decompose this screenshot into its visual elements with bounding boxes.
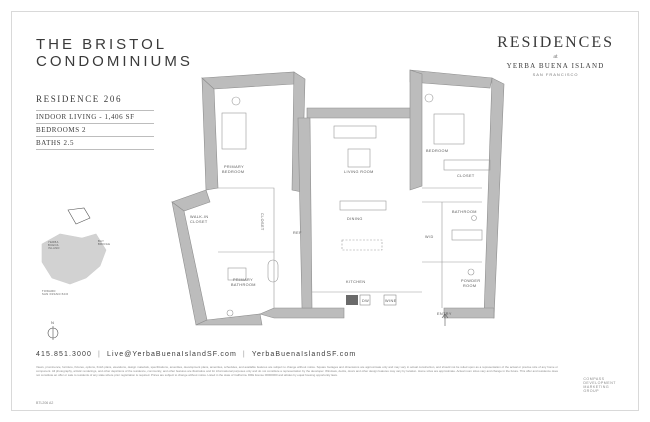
floor-plan-sheet: THE BRISTOL CONDOMINIUMS RESIDENCES at Y…: [12, 12, 638, 410]
map-label-2: BUENA: [48, 243, 59, 247]
page-code: BTL206 A2: [36, 401, 54, 405]
label-kitchen: KITCHEN: [346, 280, 365, 284]
map-bay-bridge-1: BAY: [98, 239, 104, 243]
label-bedroom: BEDROOM: [426, 149, 448, 153]
divider: [36, 136, 154, 137]
exterior-walls: [171, 69, 505, 326]
brand-main: RESIDENCES: [497, 34, 614, 51]
map-bay-bridge-2: BRIDGE: [98, 242, 110, 246]
compass-group-logo: COMPASS DEVELOPMENT MARKETING GROUP: [583, 377, 616, 393]
compass-label: N: [51, 320, 54, 325]
compass-l4: GROUP: [583, 389, 600, 393]
location-map: [41, 207, 107, 285]
brand-logo: RESIDENCES at YERBA BUENA ISLAND SAN FRA…: [497, 34, 614, 77]
compass-l1: COMPASS: [583, 377, 605, 381]
divider: [36, 149, 154, 150]
contact-phone[interactable]: 415.851.3000: [36, 351, 93, 358]
label-powder-1: POWDER: [461, 279, 481, 283]
contact-website[interactable]: YerbaBuenaIslandSF.com: [251, 351, 357, 358]
label-powder-2: ROOM: [463, 284, 476, 288]
entry-arrow: [441, 313, 449, 326]
interior-walls: [218, 93, 491, 317]
label-ref: REF: [293, 231, 302, 235]
title-line-1: THE BRISTOL: [36, 36, 168, 53]
label-primary-bath-1: PRIMARY: [233, 278, 253, 282]
label-primary-bedroom-1: PRIMARY: [224, 165, 244, 169]
label-wine: WINE: [385, 299, 397, 303]
compass-l3: MARKETING: [583, 385, 610, 389]
fine-print: Views, prominence, furniture, fixtures, …: [36, 365, 558, 377]
label-dining: DINING: [347, 217, 363, 221]
map-label-1: YERBA: [48, 240, 59, 244]
label-entry: ENTRY: [437, 312, 452, 316]
residence-title: RESIDENCE 206: [36, 94, 123, 104]
label-primary-bedroom-2: BEDROOM: [222, 170, 244, 174]
map-to-sf-2: SAN FRANCISCO: [42, 292, 69, 296]
spec-bedrooms: BEDROOMS 2: [36, 126, 87, 134]
label-dw: DW: [362, 299, 369, 303]
divider: [36, 123, 154, 124]
label-walkin-2: CLOSET: [190, 220, 208, 224]
label-closet: CLOSET: [457, 174, 475, 178]
title-line-2: CONDOMINIUMS: [36, 53, 193, 70]
building-title: THE BRISTOL CONDOMINIUMS: [36, 36, 193, 70]
label-walkin-1: WALK-IN: [190, 215, 208, 219]
compass-l2: DEVELOPMENT: [583, 381, 616, 385]
label-primary-bath-2: BATHROOM: [231, 283, 256, 287]
appliances: [346, 294, 397, 306]
label-bathroom: BATHROOM: [452, 210, 477, 214]
map-to-sf-1: TOWARD: [42, 289, 56, 293]
map-labels: YERBA BUENA ISLAND BAY BRIDGE TOWARD SAN…: [42, 239, 110, 325]
floor-plan-drawing: PRIMARY BEDROOM LIVING ROOM BEDROOM CLOS…: [41, 69, 505, 340]
contact-email[interactable]: Live@YerbaBuenaIslandSF.com: [106, 351, 237, 358]
brand-at: at: [553, 54, 558, 60]
label-living-room: LIVING ROOM: [344, 170, 374, 174]
spec-indoor-living: INDOOR LIVING - 1,406 SF: [36, 113, 135, 121]
label-wd: W/D: [425, 235, 434, 239]
divider: [36, 110, 154, 111]
compass: [47, 326, 59, 340]
brand-sub: YERBA BUENA ISLAND: [506, 62, 605, 70]
spec-baths: BATHS 2.5: [36, 139, 75, 147]
room-labels: PRIMARY BEDROOM LIVING ROOM BEDROOM CLOS…: [190, 149, 481, 316]
map-label-3: ISLAND: [48, 246, 60, 250]
brand-city: SAN FRANCISCO: [532, 72, 579, 77]
contact-bar: 415.851.3000|Live@YerbaBuenaIslandSF.com…: [36, 351, 357, 358]
label-closet-vertical: CLOSET: [260, 213, 264, 231]
